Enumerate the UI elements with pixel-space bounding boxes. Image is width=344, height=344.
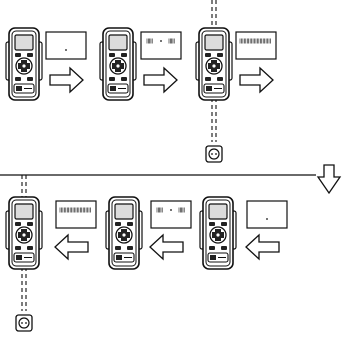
wall-scanner-device-icon xyxy=(5,196,43,270)
device-button-left xyxy=(109,53,115,57)
outline-arrow-right-icon xyxy=(239,66,274,94)
signal-display-icon xyxy=(45,31,87,60)
signal-display-icon xyxy=(235,31,277,60)
outlet-pin xyxy=(215,153,217,155)
device-screen xyxy=(208,203,228,220)
display-frame xyxy=(235,31,277,60)
signal-display-icon xyxy=(246,200,288,229)
wall-scanner-device-icon xyxy=(5,27,43,101)
arrow-shape xyxy=(239,66,274,94)
arrow-shape xyxy=(149,233,184,261)
device-screen xyxy=(204,34,224,51)
device-button-lower-left xyxy=(109,77,115,81)
power-outlet-icon xyxy=(15,314,33,332)
device-base-light xyxy=(110,86,116,91)
signal-display-icon xyxy=(140,31,182,60)
arrow-shape xyxy=(49,66,84,94)
device-button-left xyxy=(115,222,121,226)
device-base-light xyxy=(116,255,122,260)
wires-layer xyxy=(21,0,217,311)
device-inner-frame xyxy=(205,199,231,267)
signal-dot xyxy=(160,40,162,42)
signal-dot xyxy=(170,209,172,211)
signal-display-icon xyxy=(55,200,97,229)
hidden-wire-icon xyxy=(21,267,27,311)
display-frame xyxy=(140,31,182,60)
power-outlet-icon xyxy=(205,145,223,163)
device-button-lower-left xyxy=(209,246,215,250)
display-frame xyxy=(246,200,288,229)
device-button-lower-right xyxy=(221,246,227,250)
outlet-socket xyxy=(18,317,30,329)
device-button-left xyxy=(15,222,21,226)
display-frame xyxy=(150,200,192,229)
hidden-wire-icon xyxy=(211,98,217,142)
device-inner-frame xyxy=(111,199,137,267)
device-button-right xyxy=(217,53,223,57)
outlet-pin xyxy=(21,322,23,324)
hidden-wire-icon xyxy=(21,175,27,199)
device-dpad-center xyxy=(22,233,26,237)
device-screen xyxy=(14,203,34,220)
device-button-lower-right xyxy=(27,77,33,81)
device-button-lower-left xyxy=(205,77,211,81)
device-dpad-center xyxy=(116,64,120,68)
device-button-lower-right xyxy=(27,246,33,250)
device-dpad-center xyxy=(212,64,216,68)
outline-arrow-right-icon xyxy=(49,66,84,94)
device-button-right xyxy=(121,53,127,57)
signal-dot xyxy=(266,218,268,220)
arrow-shape xyxy=(54,233,89,261)
hidden-wire-icon xyxy=(211,0,217,30)
display-frame xyxy=(45,31,87,60)
device-button-lower-left xyxy=(115,246,121,250)
device-button-right xyxy=(127,222,133,226)
device-dpad-center xyxy=(122,233,126,237)
device-inner-frame xyxy=(11,199,37,267)
wall-scanner-device-icon xyxy=(105,196,143,270)
device-button-lower-right xyxy=(127,246,133,250)
device-button-right xyxy=(221,222,227,226)
outlet-pin xyxy=(211,153,213,155)
outline-arrow-down-icon xyxy=(316,164,342,195)
device-screen xyxy=(114,203,134,220)
wall-scanner-device-icon xyxy=(99,27,137,101)
device-button-right xyxy=(27,53,33,57)
diagram-content xyxy=(0,27,342,332)
device-button-left xyxy=(209,222,215,226)
arrow-shape xyxy=(143,66,178,94)
device-button-lower-left xyxy=(15,77,21,81)
device-screen xyxy=(108,34,128,51)
device-button-left xyxy=(15,53,21,57)
device-dpad-center xyxy=(22,64,26,68)
device-base-light xyxy=(206,86,212,91)
device-dpad-center xyxy=(216,233,220,237)
device-base-light xyxy=(210,255,216,260)
outline-arrow-right-icon xyxy=(143,66,178,94)
device-inner-frame xyxy=(105,30,131,98)
device-button-lower-left xyxy=(15,246,21,250)
device-button-left xyxy=(205,53,211,57)
device-screen xyxy=(14,34,34,51)
wall-scanner-device-icon xyxy=(199,196,237,270)
device-button-lower-right xyxy=(121,77,127,81)
outline-arrow-left-icon xyxy=(245,233,280,261)
outline-arrow-left-icon xyxy=(149,233,184,261)
device-base-light xyxy=(16,255,22,260)
arrow-shape xyxy=(245,233,280,261)
signal-dot xyxy=(65,49,67,51)
outlet-socket xyxy=(208,148,220,160)
device-button-right xyxy=(27,222,33,226)
arrow-down-shape xyxy=(316,164,342,195)
wall-scanner-device-icon xyxy=(195,27,233,101)
device-inner-frame xyxy=(11,30,37,98)
device-button-lower-right xyxy=(217,77,223,81)
outline-arrow-left-icon xyxy=(54,233,89,261)
device-inner-frame xyxy=(201,30,227,98)
display-frame xyxy=(55,200,97,229)
outlet-pin xyxy=(25,322,27,324)
device-base-light xyxy=(16,86,22,91)
signal-display-icon xyxy=(150,200,192,229)
